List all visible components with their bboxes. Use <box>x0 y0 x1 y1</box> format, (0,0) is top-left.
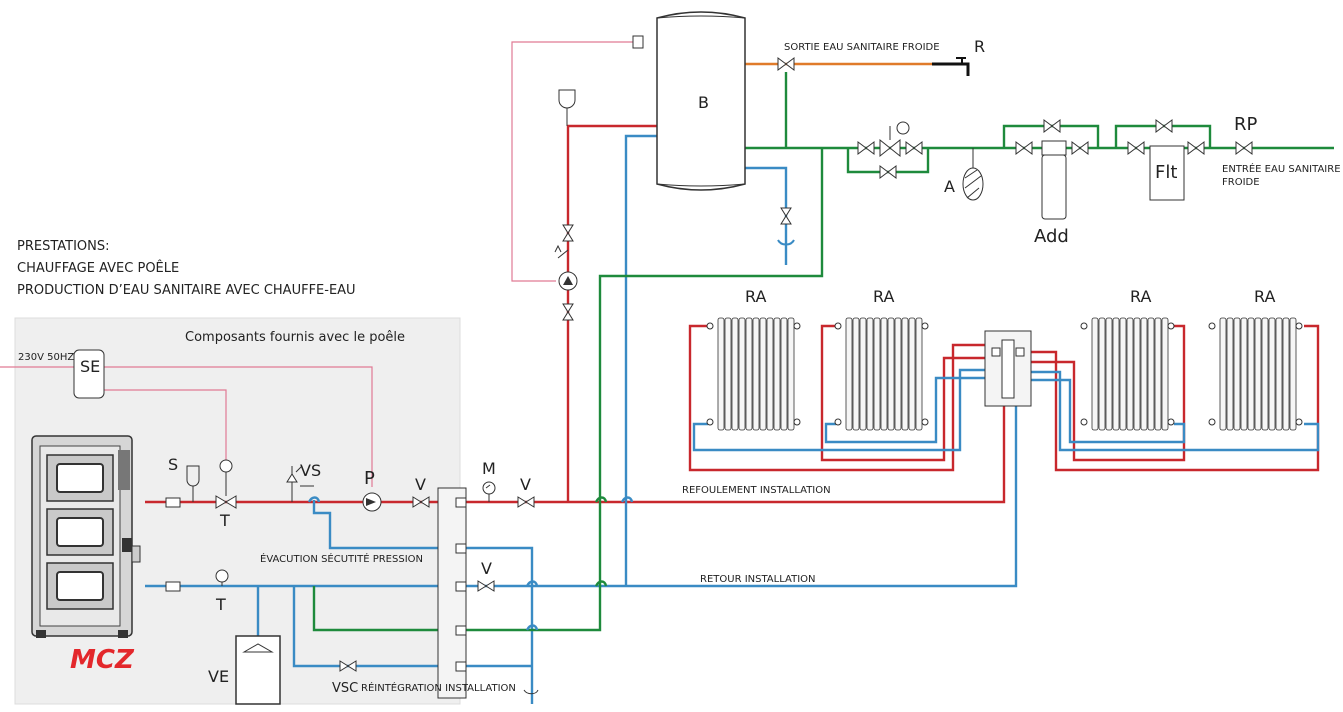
label-ra-2: RA <box>873 287 894 306</box>
filter-icon <box>1149 145 1185 201</box>
label-flt: Flt <box>1155 162 1177 183</box>
label-p: P <box>364 468 375 489</box>
valve-icon <box>1155 119 1173 133</box>
title-line-3: PRODUCTION D’EAU SANITAIRE AVEC CHAUFFE-… <box>17 283 356 298</box>
label-t-bottom: T <box>215 595 226 614</box>
valve-icon <box>905 141 923 155</box>
cold-in-label-2: FROIDE <box>1222 177 1260 188</box>
valve-icon <box>1187 141 1205 155</box>
label-ve: VE <box>208 667 229 686</box>
radiator-icon <box>834 317 929 431</box>
return-pipes <box>145 134 1320 704</box>
valve-icon <box>780 207 792 225</box>
radiator-icon <box>1080 317 1175 431</box>
label-r: R <box>974 37 985 56</box>
cold-out-label: SORTIE EAU SANITAIRE FROIDE <box>784 42 940 53</box>
valve-icon <box>1127 141 1145 155</box>
label-ra-4: RA <box>1254 287 1275 306</box>
radiator-icon <box>1208 317 1303 431</box>
controller-box <box>73 349 105 399</box>
sensor-icon <box>186 465 200 487</box>
valve-icon <box>412 496 430 508</box>
air-vent-icon <box>558 89 576 109</box>
label-m: M <box>482 459 496 478</box>
radiator-icon <box>706 317 801 431</box>
label-ra-3: RA <box>1130 287 1151 306</box>
power-label: 230V 50HZ <box>18 352 74 363</box>
valve-icon <box>215 495 237 509</box>
distribution-manifold-icon <box>984 330 1032 407</box>
dosing-tank-icon <box>1041 154 1067 220</box>
tank-icon <box>656 11 746 191</box>
manometer-icon <box>482 481 496 495</box>
cold-in-label-1: ENTRÉE EAU SANITAIRE <box>1222 162 1341 175</box>
drain-icon <box>523 689 539 695</box>
label-b: B <box>698 93 709 112</box>
electrical-wiring <box>0 41 633 487</box>
label-add: Add <box>1034 226 1069 247</box>
thermostat-icon <box>632 35 644 49</box>
valve-icon <box>477 580 495 592</box>
fitting-return <box>165 581 181 592</box>
stove-icon <box>31 435 141 638</box>
valve-icon <box>1043 119 1061 133</box>
label-s: S <box>168 455 178 474</box>
label-v-mid: V <box>520 475 531 494</box>
label-se: SE <box>80 357 100 376</box>
dosing-head-icon <box>1041 140 1067 156</box>
fitting-flow <box>165 497 181 508</box>
valve-icon <box>339 660 357 672</box>
thermometer-bottom-icon <box>215 569 229 583</box>
valve-icon <box>857 141 875 155</box>
valve-icon <box>879 138 901 158</box>
valve-icon <box>517 496 535 508</box>
reintegration-label: RÉINTÉGRATION INSTALLATION <box>361 681 516 694</box>
valve-icon <box>879 165 897 179</box>
brand-logo: MCZ <box>70 645 135 675</box>
thermometer-top-icon <box>219 459 233 473</box>
valve-icon <box>562 224 574 242</box>
expansion-vessel-icon <box>235 635 281 705</box>
valve-icon <box>1071 141 1089 155</box>
pressure-relief-label: ÉVACUTION SÉCUTITÉ PRESSION <box>260 552 423 565</box>
label-ra-1: RA <box>745 287 766 306</box>
actuator-icon <box>896 121 910 135</box>
label-vs: VS <box>300 461 321 480</box>
label-vsc: VSC <box>332 681 358 696</box>
title-line-1: PRESTATIONS: <box>17 239 110 254</box>
label-v-top: V <box>415 475 426 494</box>
label-a: A <box>944 177 955 196</box>
label-rp: RP <box>1234 114 1258 135</box>
label-v-bottom: V <box>481 559 492 578</box>
valve-icon <box>1015 141 1033 155</box>
flow-label: REFOULEMENT INSTALLATION <box>682 485 831 496</box>
supplied-components-label: Composants fournis avec le poêle <box>185 330 405 345</box>
valve-icon <box>562 303 574 321</box>
valve-icon <box>1235 141 1253 155</box>
label-t-top: T <box>219 511 230 530</box>
title-line-2: CHAUFFAGE AVEC POÊLE <box>17 260 179 276</box>
valve-icon <box>777 57 795 71</box>
return-label: RETOUR INSTALLATION <box>700 574 816 585</box>
